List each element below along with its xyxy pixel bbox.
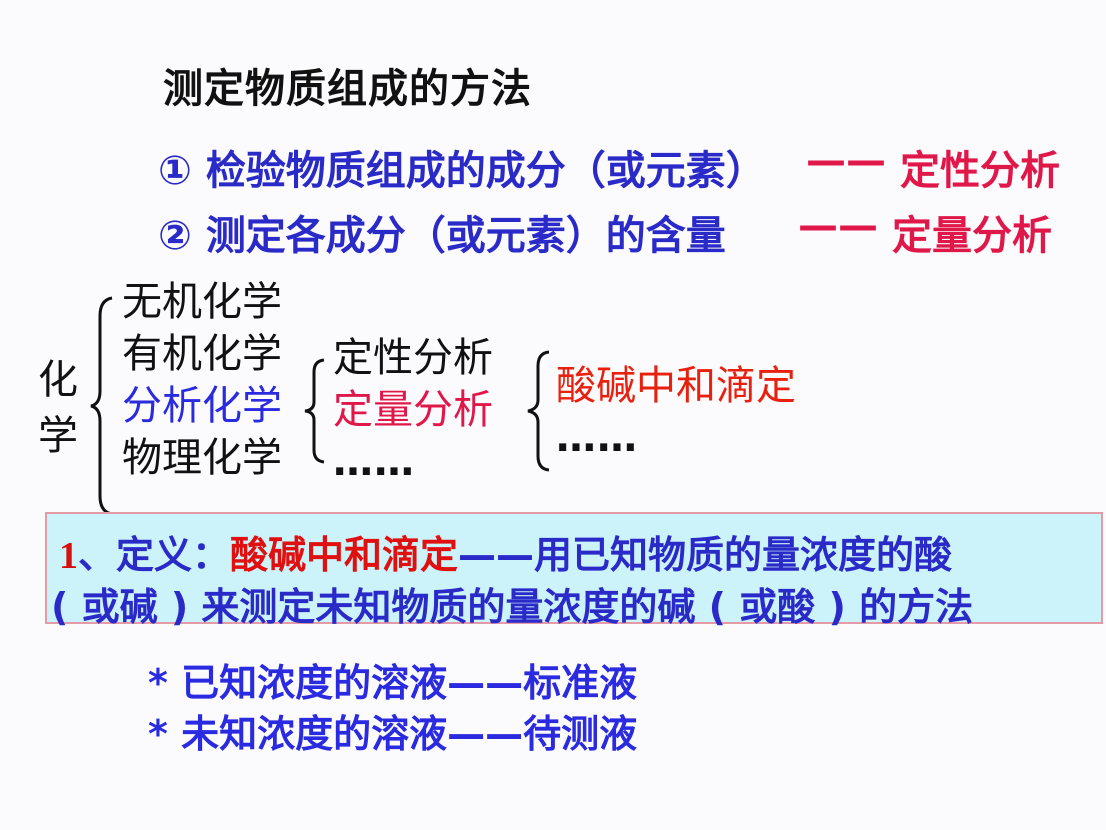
analysis-more: ……	[333, 439, 415, 485]
analysis-qualitative: 定性分析	[333, 335, 493, 381]
brace-icon	[90, 296, 113, 516]
definition-line-1: 1、定义：酸碱中和滴定——用已知物质的量浓度的酸	[59, 524, 952, 579]
analysis-quantitative: 定量分析	[333, 387, 493, 433]
method-text: 测定各成分（或元素）的含量	[205, 213, 726, 259]
page-title: 测定物质组成的方法	[163, 66, 532, 112]
method-result: 定量分析	[892, 213, 1052, 259]
definition-number: 1	[59, 535, 78, 577]
definition-text: ——用已知物质的量浓度的酸	[458, 533, 953, 577]
definition-line-2: ( 或碱 ) 来测定未知物质的量浓度的碱 ( 或酸 ) 的方法	[51, 585, 974, 629]
method-dash: ——	[798, 203, 878, 249]
method-dash: ——	[806, 138, 886, 184]
quant-acid-base-titration: 酸碱中和滴定	[556, 363, 796, 409]
brace-icon	[527, 350, 550, 472]
quant-more: ……	[556, 415, 638, 461]
method-text: 检验物质组成的成分（或元素）	[205, 148, 766, 194]
brace-icon	[304, 358, 325, 464]
method-row-1: ① 检验物质组成的成分（或元素） —— 定性分析	[158, 138, 1060, 196]
branch-list: 无机化学 有机化学 分析化学 物理化学 ……	[122, 276, 282, 536]
branch-physical: 物理化学	[122, 435, 282, 481]
method-marker: ①	[158, 148, 192, 194]
note-standard-solution: * 已知浓度的溶液——标准液	[148, 661, 638, 705]
branch-inorganic: 无机化学	[122, 279, 282, 325]
branch-analytical: 分析化学	[122, 383, 282, 429]
definition-label: 定义：	[116, 533, 231, 577]
definition-sep: 、	[78, 533, 117, 577]
method-marker: ②	[158, 213, 192, 259]
tree-root-label: 化学	[38, 357, 78, 459]
analysis-list: 定性分析 定量分析 ……	[333, 332, 493, 488]
branch-organic: 有机化学	[122, 331, 282, 377]
definition-box: 1、定义：酸碱中和滴定——用已知物质的量浓度的酸 ( 或碱 ) 来测定未知物质的…	[45, 512, 1103, 629]
definition-term: 酸碱中和滴定	[230, 533, 459, 577]
method-result: 定性分析	[900, 148, 1060, 194]
method-row-2: ② 测定各成分（或元素）的含量 —— 定量分析	[158, 203, 1052, 261]
quant-list: 酸碱中和滴定 ……	[556, 360, 796, 464]
note-test-solution: * 未知浓度的溶液——待测液	[148, 712, 638, 756]
